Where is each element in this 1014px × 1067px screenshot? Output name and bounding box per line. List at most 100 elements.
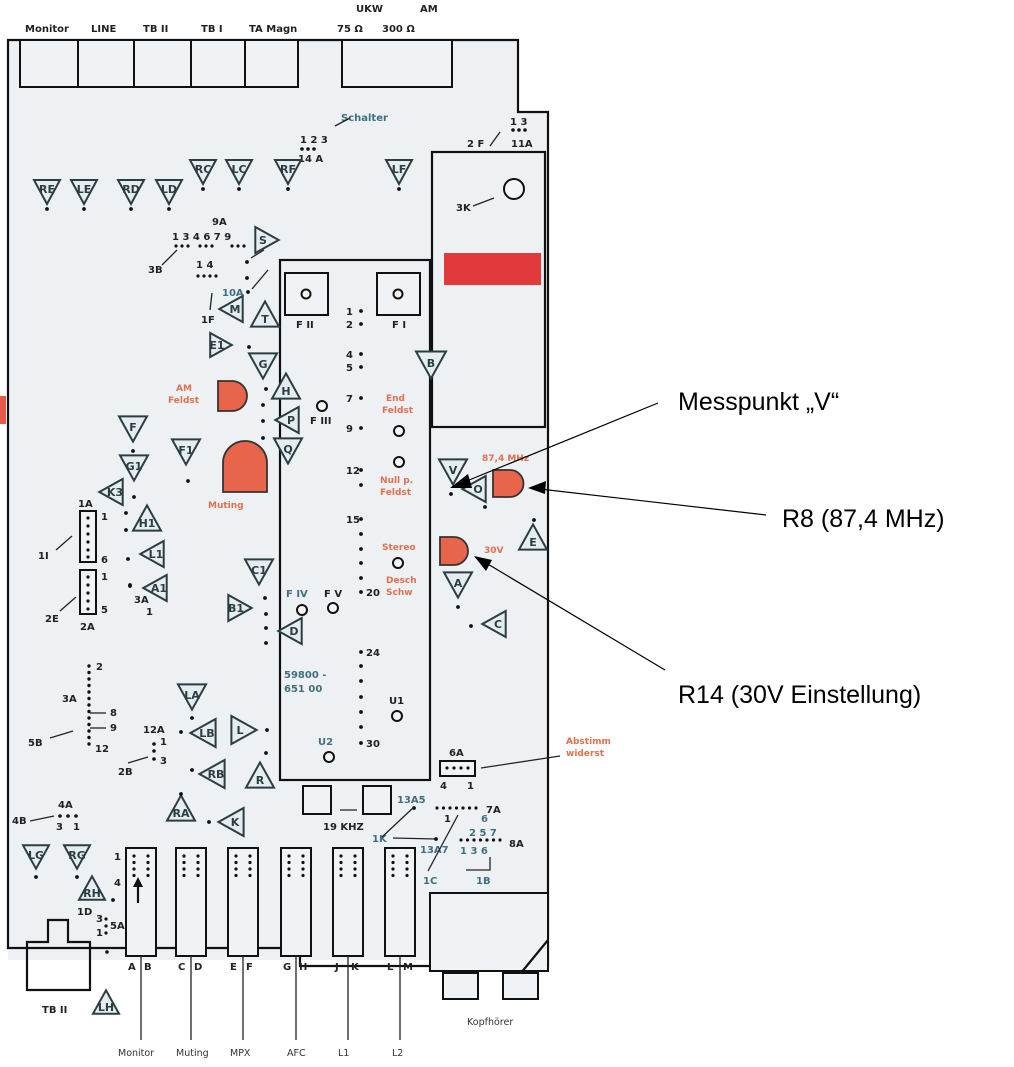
trimmer-am-feldst[interactable] xyxy=(217,380,248,412)
output-label-afc: AFC xyxy=(287,1048,306,1059)
label-5b-p12: 12 xyxy=(95,744,109,755)
trimmer-r8-87-4-mhz[interactable] xyxy=(492,469,525,498)
test-point-q[interactable]: Q xyxy=(261,436,304,466)
test-point-f[interactable]: F xyxy=(117,415,149,453)
filter-19khz-right xyxy=(362,785,392,815)
pin-dot xyxy=(126,557,130,561)
module-pin-label: 5 xyxy=(346,363,353,374)
connector-1a[interactable] xyxy=(79,510,97,563)
adjustment-hole-3k[interactable] xyxy=(503,178,525,200)
test-point-rc[interactable]: RC xyxy=(188,159,218,191)
trimmer-r14-30v[interactable] xyxy=(439,536,469,566)
test-point-h[interactable]: H xyxy=(261,371,302,407)
test-point-t[interactable]: T xyxy=(249,299,281,328)
trimmer-muting[interactable] xyxy=(222,440,268,493)
pin-dot xyxy=(86,532,90,536)
connector-monitor[interactable] xyxy=(19,39,79,88)
end-feldst-hole[interactable] xyxy=(393,425,405,437)
test-point-rd[interactable]: RD xyxy=(116,179,146,211)
test-point-p[interactable]: P xyxy=(261,405,300,435)
test-point-lg[interactable]: LG xyxy=(21,844,51,879)
test-point-o[interactable]: O xyxy=(460,474,487,509)
test-point-b1[interactable]: B1 xyxy=(227,593,268,623)
pin-dot xyxy=(485,838,489,842)
pointer-abstimm xyxy=(480,755,561,769)
filter-f5-hole[interactable] xyxy=(327,602,339,614)
filter-f1-hole[interactable] xyxy=(392,288,404,300)
test-point-e1[interactable]: E1 xyxy=(209,331,251,359)
stereo-desch-hole[interactable] xyxy=(392,557,404,569)
test-point-label: F1 xyxy=(178,444,193,457)
test-point-v[interactable]: V xyxy=(437,458,469,496)
label-1i: 1I xyxy=(38,551,49,562)
test-point-c[interactable]: C xyxy=(469,609,507,639)
label-13a7: 13A7 xyxy=(420,845,449,856)
test-point-rf[interactable]: RF xyxy=(273,159,303,191)
filter-f4-hole[interactable] xyxy=(296,604,308,616)
pin-dot xyxy=(359,741,363,745)
test-point-b[interactable]: B xyxy=(414,350,448,385)
test-point-a1[interactable]: A1 xyxy=(128,573,168,603)
test-point-h1[interactable]: H1 xyxy=(124,503,163,532)
test-point-la[interactable]: LA xyxy=(176,683,208,720)
schalter-pointer xyxy=(334,117,351,127)
connector-ta-magn[interactable] xyxy=(244,39,299,88)
test-point-g[interactable]: G xyxy=(247,352,279,391)
filter-19khz-left xyxy=(302,785,332,815)
test-point-d[interactable]: D xyxy=(264,616,303,646)
pin-dot xyxy=(186,479,190,483)
test-point-label: LB xyxy=(199,727,214,740)
filter-f2-hole[interactable] xyxy=(300,288,312,300)
test-point-s[interactable]: S xyxy=(254,225,281,255)
connector-tb2[interactable] xyxy=(133,39,192,88)
test-point-a[interactable]: A xyxy=(442,571,474,609)
pin-dot xyxy=(196,274,200,278)
test-point-rb[interactable]: RB xyxy=(190,758,226,790)
pin-dot xyxy=(339,860,343,865)
connector-tb1[interactable] xyxy=(190,39,246,88)
test-point-rg[interactable]: RG xyxy=(62,844,92,879)
test-point-ld[interactable]: LD xyxy=(154,179,184,211)
null-feldst-hole[interactable] xyxy=(393,456,405,468)
headphone-socket[interactable] xyxy=(429,892,549,972)
pin-dot xyxy=(182,873,186,878)
connector-line[interactable] xyxy=(77,39,135,88)
test-point-g1[interactable]: G1 xyxy=(118,454,150,499)
connector-antenna[interactable] xyxy=(341,39,453,88)
test-point-re[interactable]: RE xyxy=(32,179,62,211)
test-point-triangle xyxy=(224,159,254,187)
test-hole-u1[interactable] xyxy=(391,710,403,722)
test-point-l1[interactable]: L1 xyxy=(126,539,165,569)
test-point-k[interactable]: K xyxy=(207,806,245,838)
test-point-ra[interactable]: RA xyxy=(165,792,197,822)
pin-dot xyxy=(132,873,136,878)
test-point-f1[interactable]: F1 xyxy=(170,438,202,483)
pin-dot xyxy=(301,854,305,858)
connector-6a[interactable] xyxy=(439,760,476,777)
test-point-k3[interactable]: K3 xyxy=(97,477,128,515)
test-point-lh[interactable]: LH xyxy=(91,988,121,1015)
test-point-le[interactable]: LE xyxy=(69,179,99,211)
test-point-l[interactable]: L xyxy=(230,714,269,746)
test-point-r[interactable]: R xyxy=(244,751,276,789)
test-point-lc[interactable]: LC xyxy=(224,159,254,191)
test-point-m[interactable]: M xyxy=(217,294,244,324)
test-point-c1[interactable]: C1 xyxy=(243,558,275,600)
test-point-lf[interactable]: LF xyxy=(384,159,414,191)
test-point-e[interactable]: E xyxy=(517,518,549,551)
filter-f3-hole[interactable] xyxy=(316,400,328,412)
test-point-lb[interactable]: LB xyxy=(179,717,217,749)
pointer-2b xyxy=(127,756,149,764)
label-muting: Muting xyxy=(208,501,244,511)
test-point-rh[interactable]: RH xyxy=(77,874,115,902)
test-hole-u2[interactable] xyxy=(323,751,335,763)
pointer-1b xyxy=(466,857,491,871)
annotation-line-r14 xyxy=(475,556,666,671)
